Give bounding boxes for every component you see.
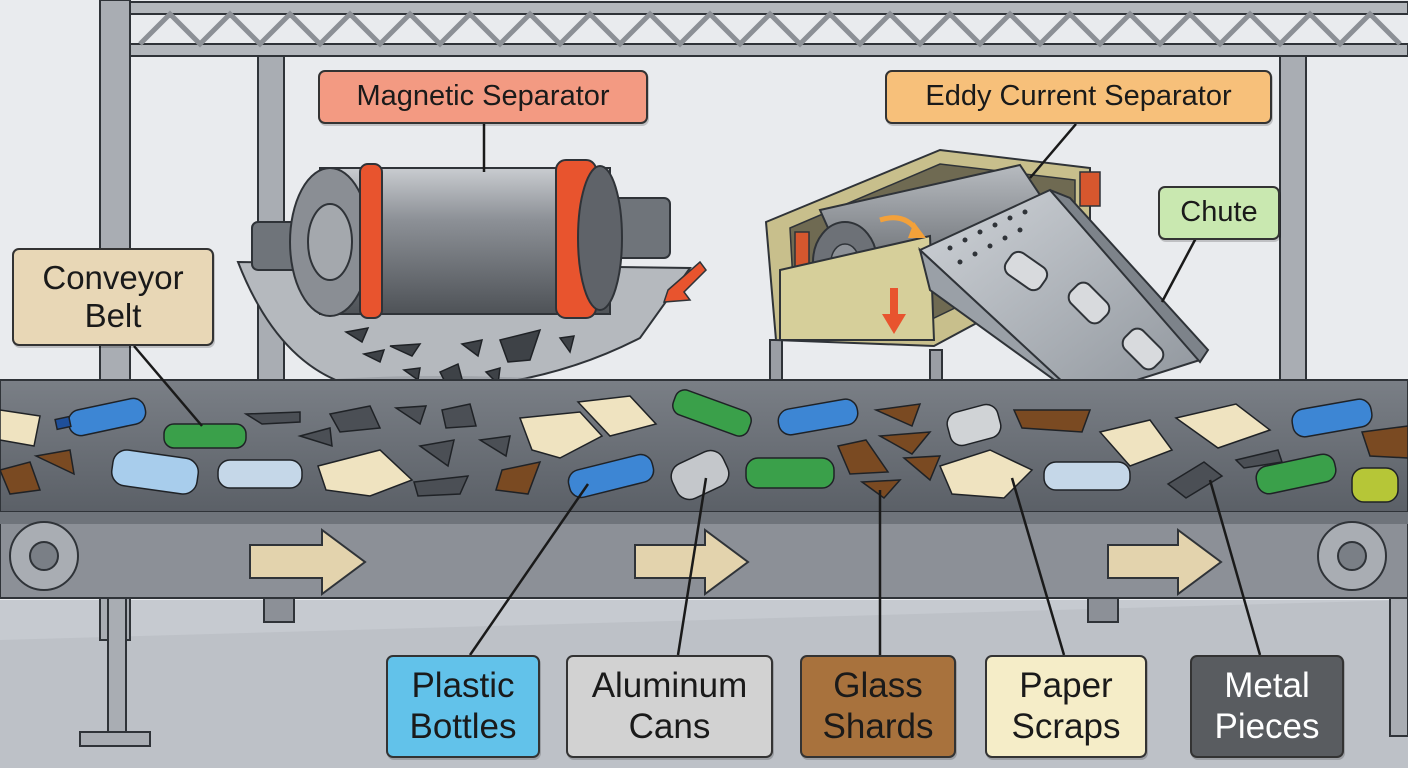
plastic-bottles-label: Plastic Bottles xyxy=(386,655,540,758)
aluminum-cans-line-1: Aluminum xyxy=(591,666,748,706)
paper-scraps-label: Paper Scraps xyxy=(985,655,1147,758)
overhead-truss xyxy=(129,1,1408,57)
metal-pieces-line-1: Metal xyxy=(1224,666,1310,706)
leader-lines xyxy=(133,123,1262,656)
aluminum-cans-label: Aluminum Cans xyxy=(566,655,773,758)
plastic-bottles-line-1: Plastic xyxy=(411,666,515,706)
conveyor-belt-label: Conveyor Belt xyxy=(12,248,214,346)
chute-ramp xyxy=(918,188,1210,401)
aluminum-cans-line-2: Cans xyxy=(628,706,711,746)
magnetic-separator-label: Magnetic Separator xyxy=(318,70,648,124)
chute-label: Chute xyxy=(1158,186,1280,240)
conveyor-belt-line-2: Belt xyxy=(84,297,142,334)
green-bottles-on-belt xyxy=(163,389,1337,495)
magnetic-separator-unit xyxy=(236,159,707,404)
glass-shards-label: Glass Shards xyxy=(800,655,956,758)
metal-pieces-label: Metal Pieces xyxy=(1190,655,1344,758)
cans-on-belt xyxy=(670,403,1399,503)
glass-shards-line-1: Glass xyxy=(833,666,923,706)
plastic-bottles-on-belt xyxy=(54,397,1373,499)
eddy-current-separator-label: Eddy Current Separator xyxy=(885,70,1272,124)
metal-pieces-line-2: Pieces xyxy=(1214,706,1320,746)
glass-shards-line-2: Shards xyxy=(822,706,934,746)
paper-scraps-line-2: Scraps xyxy=(1011,706,1121,746)
glass-shards-on-belt xyxy=(0,403,1408,500)
paper-scraps-on-belt xyxy=(0,395,1272,499)
magnetic-separator-text: Magnetic Separator xyxy=(356,80,610,113)
conveyor-belt-line-1: Conveyor xyxy=(42,259,184,297)
belt-items xyxy=(0,389,1408,503)
plastic-bottles-line-2: Bottles xyxy=(409,706,517,746)
eddy-current-separator-text: Eddy Current Separator xyxy=(925,80,1232,113)
paper-scraps-line-1: Paper xyxy=(1019,666,1113,706)
chute-text: Chute xyxy=(1180,196,1258,229)
metal-pieces-on-belt xyxy=(243,403,1283,499)
